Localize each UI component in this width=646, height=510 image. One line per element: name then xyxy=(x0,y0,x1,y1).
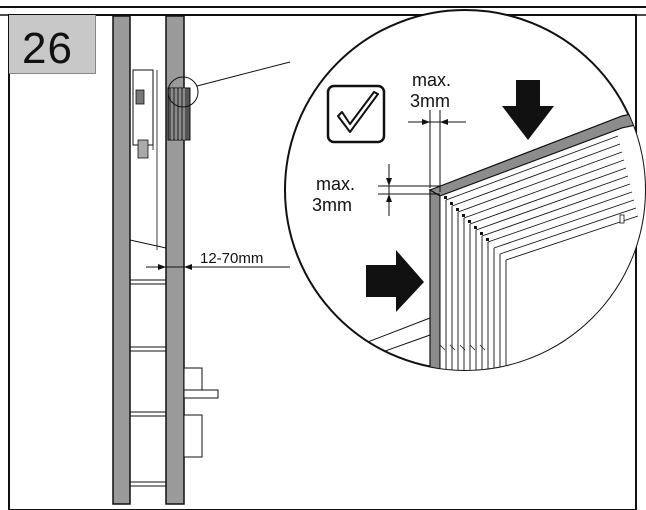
gap-vertical-value: 3mm xyxy=(312,195,352,215)
wall-side-view xyxy=(112,15,291,505)
wall-distance-dimension xyxy=(146,264,290,270)
push-down-arrow-icon xyxy=(502,80,554,140)
gap-vertical-label: max. xyxy=(316,174,355,194)
wall-distance-label: 12-70mm xyxy=(200,250,263,267)
detail-leader-line xyxy=(196,61,291,87)
checkmark-approved-icon xyxy=(326,84,386,144)
gap-vertical-dimension xyxy=(378,164,440,216)
gap-horizontal-dimension xyxy=(408,110,466,192)
gap-horizontal-label: max. xyxy=(412,70,451,90)
detail-marker-circle xyxy=(167,76,199,108)
push-right-arrow-icon xyxy=(366,250,424,312)
step-number-box: 26 xyxy=(9,15,96,74)
step-number: 26 xyxy=(22,24,73,73)
gap-horizontal-value: 3mm xyxy=(410,91,450,111)
panel-side-view xyxy=(167,87,191,141)
wall-left-panel xyxy=(112,15,131,505)
